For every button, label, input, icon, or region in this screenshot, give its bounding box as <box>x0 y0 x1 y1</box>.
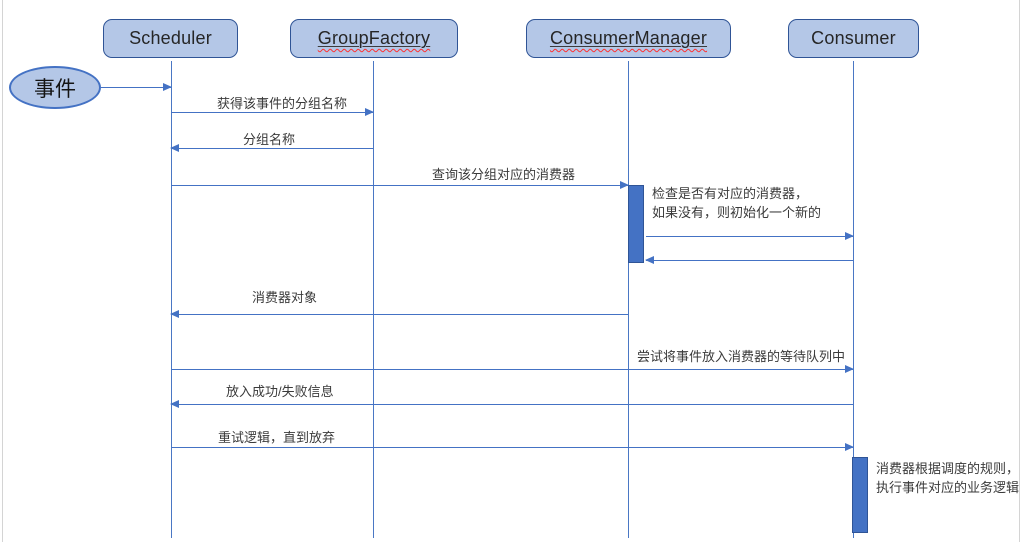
message-arrow-event <box>101 83 172 92</box>
message-arrow-group-name <box>170 144 373 153</box>
event-label: 事件 <box>34 77 76 101</box>
message-label-get-group-name: 获得该事件的分组名称 <box>217 96 348 111</box>
spellcheck-squiggle: ConsumerManager <box>549 28 708 48</box>
lifeline-scheduler <box>171 61 173 538</box>
message-arrow-retry <box>171 443 854 452</box>
actor-box-consumer: Consumer <box>788 19 919 58</box>
actor-label-scheduler: Scheduler <box>129 28 212 48</box>
arrowhead-icon <box>163 83 172 92</box>
note-line: 执行事件对应的业务逻辑 <box>876 480 1020 495</box>
message-label-enqueue-result: 放入成功/失败信息 <box>226 384 334 399</box>
arrowhead-icon <box>845 365 854 374</box>
lifeline-groupfactory <box>373 61 375 538</box>
page-border-left <box>2 0 3 542</box>
actor-label-consumermanager: ConsumerManager <box>550 28 707 49</box>
message-arrow-enqueue <box>171 365 854 374</box>
note-check-consumer: 检查是否有对应的消费器， 如果没有，则初始化一个新的 <box>652 184 821 222</box>
message-arrow-enqueue-result <box>170 400 853 409</box>
arrowhead-icon <box>645 256 654 265</box>
message-arrow-init-return <box>645 256 853 265</box>
actor-box-scheduler: Scheduler <box>103 19 238 58</box>
note-line: 如果没有，则初始化一个新的 <box>652 205 822 220</box>
arrowhead-icon <box>170 400 179 409</box>
lifeline-consumer <box>853 61 855 538</box>
message-label-query-consumer: 查询该分组对应的消费器 <box>432 167 576 182</box>
arrowhead-icon <box>620 181 629 190</box>
lifeline-consumermanager <box>628 61 630 538</box>
message-arrow-get-group-name <box>171 108 374 117</box>
message-arrow-consumer-object <box>170 310 628 319</box>
message-label-consumer-object: 消费器对象 <box>252 290 318 305</box>
message-arrow-init-consumer <box>646 232 854 241</box>
arrowhead-icon <box>845 443 854 452</box>
actor-label-groupfactory: GroupFactory <box>318 28 430 49</box>
note-line: 检查是否有对应的消费器， <box>652 186 809 201</box>
note-line: 消费器根据调度的规则， <box>876 461 1020 476</box>
actor-label-consumer: Consumer <box>811 28 896 48</box>
actor-box-groupfactory: GroupFactory <box>290 19 458 58</box>
arrowhead-icon <box>170 310 179 319</box>
message-label-enqueue: 尝试将事件放入消费器的等待队列中 <box>637 349 846 364</box>
actor-box-consumermanager: ConsumerManager <box>526 19 731 58</box>
event-ellipse: 事件 <box>9 66 101 109</box>
spellcheck-squiggle: GroupFactory <box>317 28 431 48</box>
arrowhead-icon <box>845 232 854 241</box>
note-execute-logic: 消费器根据调度的规则， 执行事件对应的业务逻辑 <box>876 459 1019 497</box>
activation-bar-consumer <box>852 457 868 533</box>
activation-bar-consumermanager <box>628 185 644 263</box>
message-label-group-name: 分组名称 <box>243 132 296 147</box>
message-arrow-query-consumer <box>171 181 629 190</box>
page-border-right <box>1019 0 1020 542</box>
arrowhead-icon <box>170 144 179 153</box>
message-label-retry: 重试逻辑，直到放弃 <box>218 430 336 445</box>
arrowhead-icon <box>365 108 374 117</box>
